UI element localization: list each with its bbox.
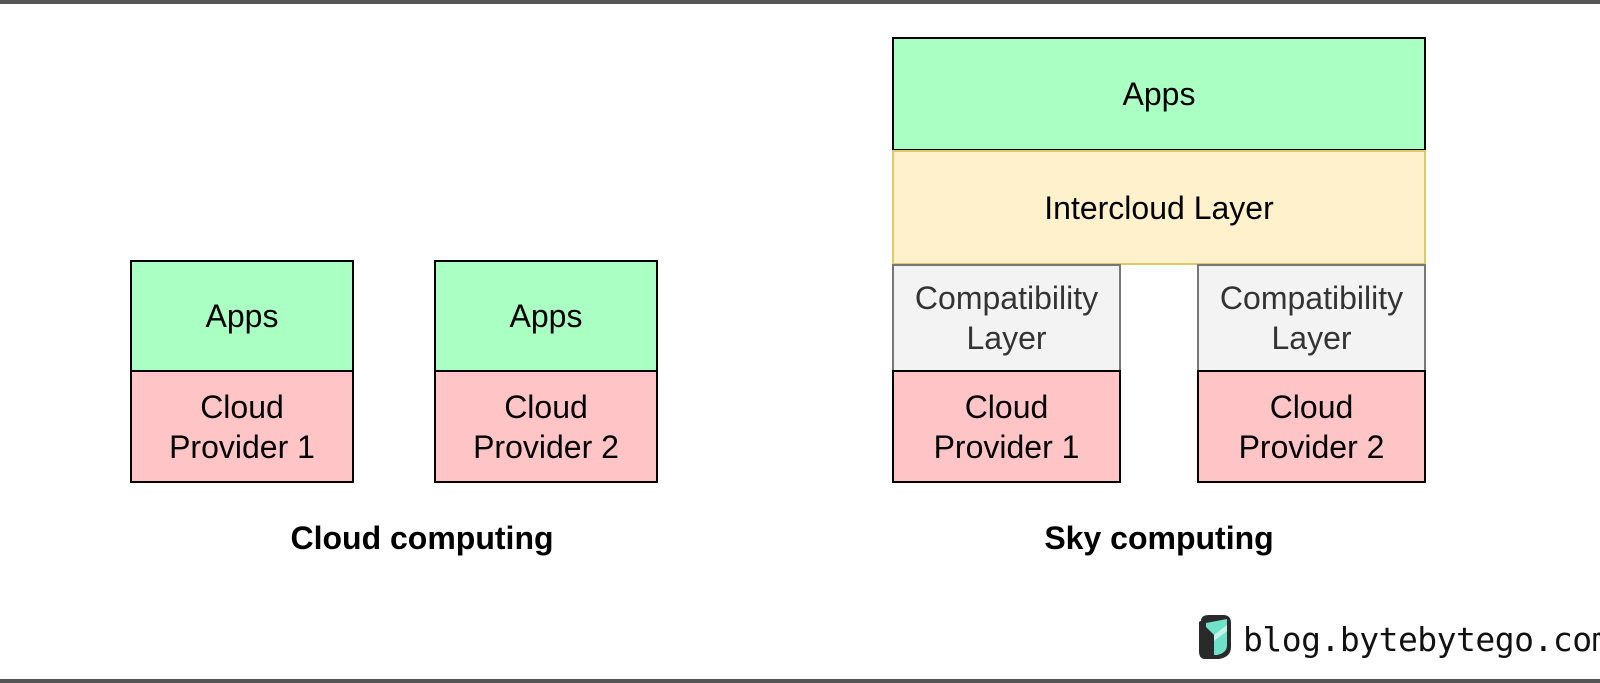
sky-stack-2-compat-label: Compatibility Layer [1219,280,1404,356]
cloud-stack-1-provider: Cloud Provider 1 [130,370,354,483]
sky-apps: Apps [892,37,1426,151]
brand-site-text: blog.bytebytego.com [1243,620,1600,659]
sky-apps-label: Apps [1122,76,1196,112]
top-divider [0,0,1600,4]
cloud-stack-2-apps-label: Apps [509,298,583,334]
cloud-stack-1-apps: Apps [130,260,354,372]
cloud-stack-2-apps: Apps [434,260,658,372]
brand: blog.bytebytego.com [1197,613,1600,666]
sky-stack-1-compat-label: Compatibility Layer [914,280,1099,356]
bytebytego-logo-icon [1197,613,1233,666]
sky-stack-1-provider-label: Cloud Provider 1 [933,388,1080,465]
sky-stack-1-provider: Cloud Provider 1 [892,370,1121,483]
cloud-stack-2-provider: Cloud Provider 2 [434,370,658,483]
intercloud-layer: Intercloud Layer [892,150,1426,265]
sky-computing-caption: Sky computing [1044,520,1274,556]
intercloud-layer-label: Intercloud Layer [1044,189,1274,226]
cloud-stack-2-provider-label: Cloud Provider 2 [473,388,619,465]
cloud-computing-caption: Cloud computing [290,520,554,556]
sky-stack-2-compat: Compatibility Layer [1197,264,1426,372]
sky-stack-2-provider-label: Cloud Provider 2 [1238,388,1385,465]
bottom-divider [0,679,1600,683]
sky-stack-2-provider: Cloud Provider 2 [1197,370,1426,483]
cloud-stack-1-provider-label: Cloud Provider 1 [169,388,315,465]
cloud-stack-1-apps-label: Apps [205,298,279,334]
sky-stack-1-compat: Compatibility Layer [892,264,1121,372]
